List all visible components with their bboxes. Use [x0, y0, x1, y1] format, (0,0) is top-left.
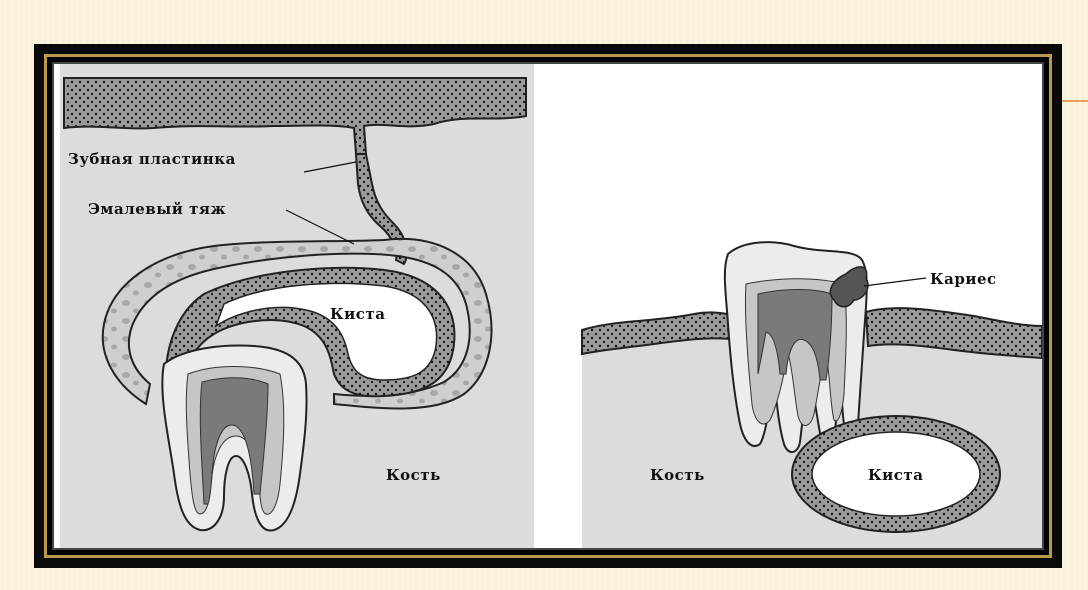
dental-lamina-label: Зубная пластинка — [68, 150, 236, 168]
bone-right-label: Кость — [650, 466, 705, 484]
slide-accent-line — [1058, 100, 1088, 102]
bone-left-label: Кость — [386, 466, 441, 484]
enamel-cord-label: Эмалевый тяж — [88, 200, 226, 218]
left-panel — [60, 64, 534, 548]
right-panel — [582, 242, 1042, 548]
cyst-right-label: Киста — [868, 466, 923, 484]
caries-leader-line — [864, 278, 926, 286]
cyst-left-label: Киста — [330, 305, 385, 323]
caries-label: Кариес — [930, 270, 997, 288]
